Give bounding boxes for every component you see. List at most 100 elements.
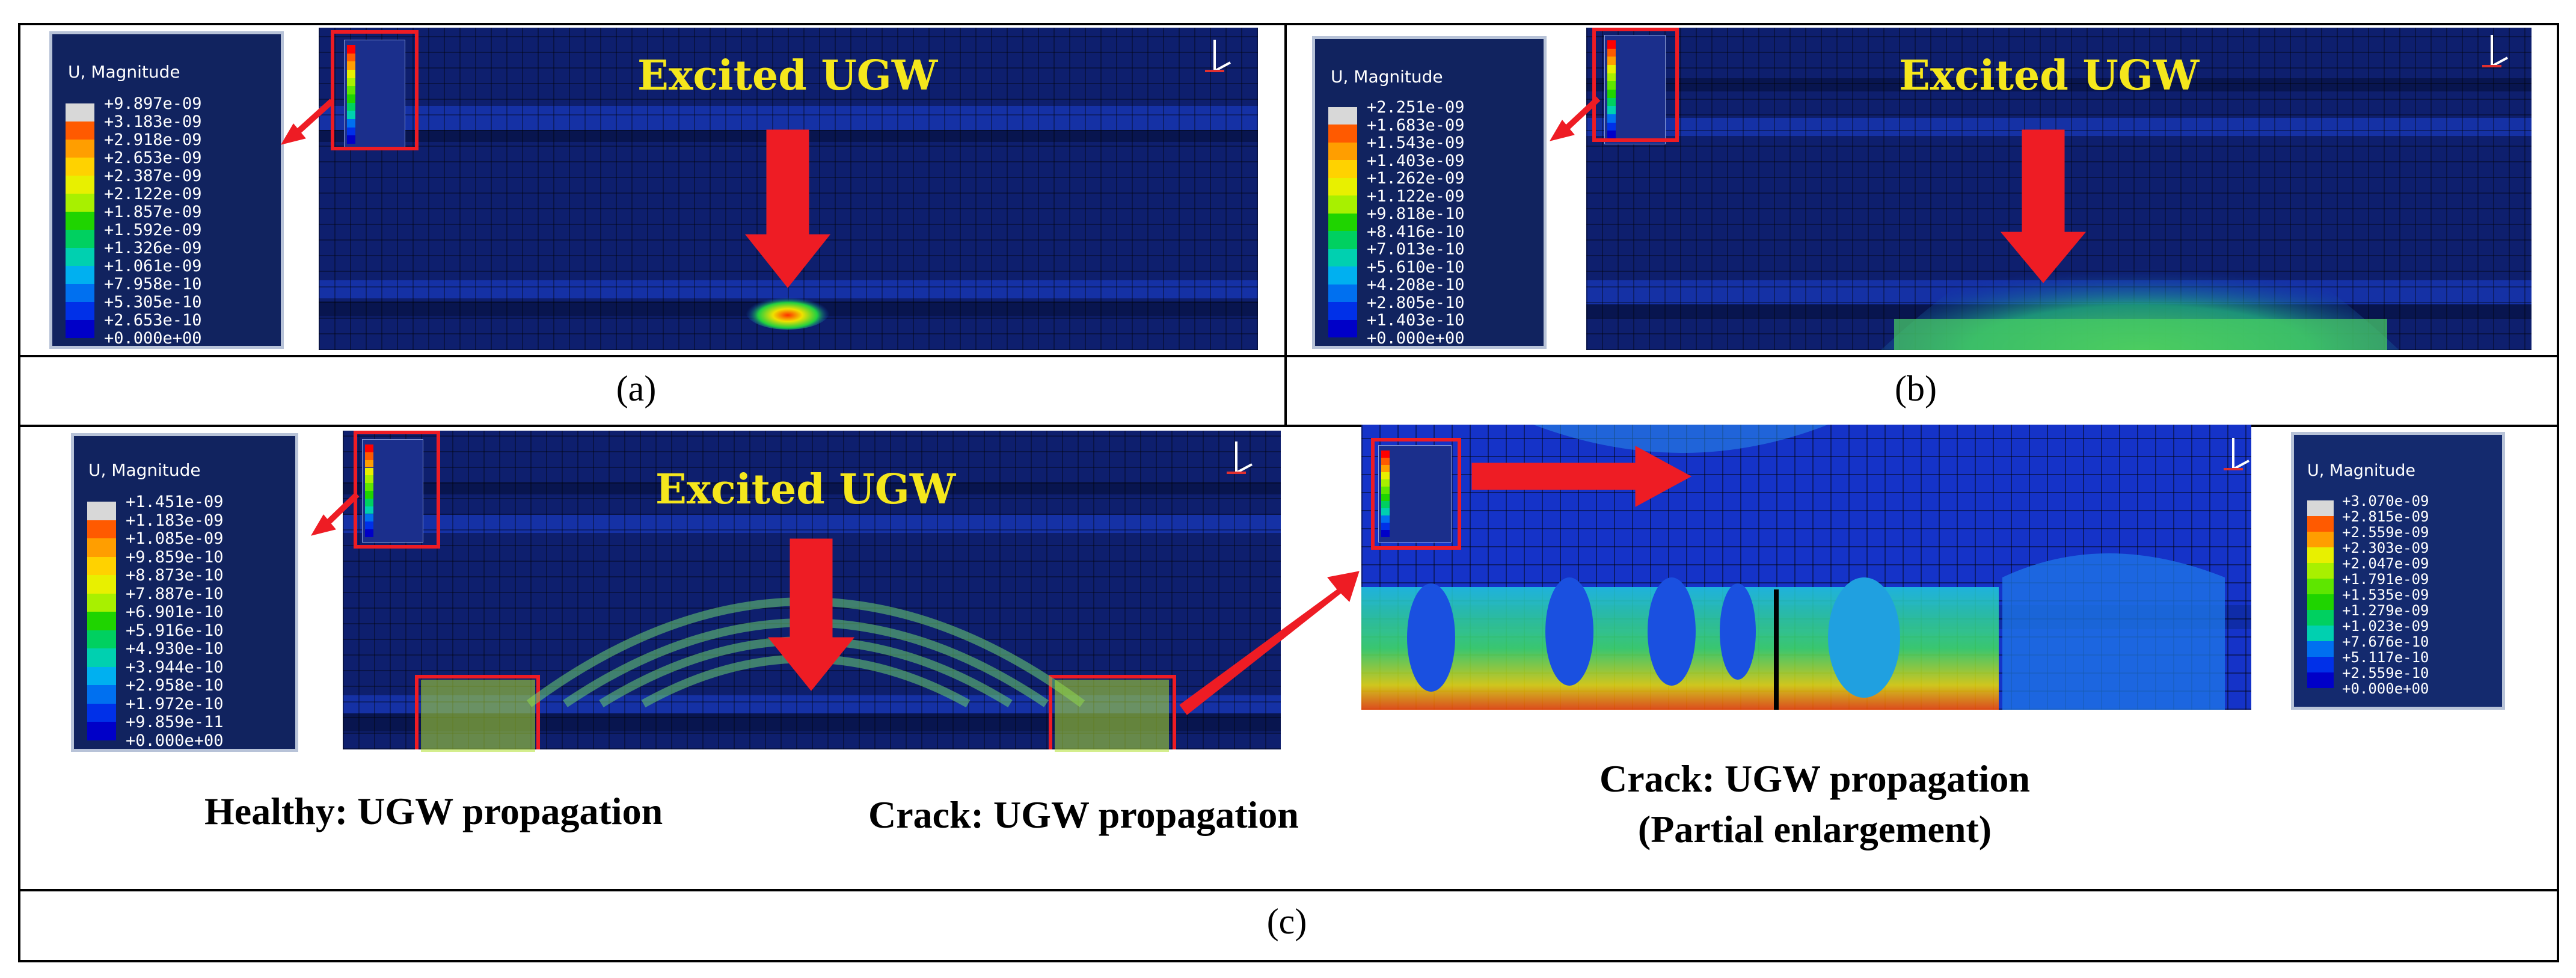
legend-title-c-right: U, Magnitude xyxy=(2307,461,2415,480)
highlight-legend-c xyxy=(354,431,440,549)
excited-ugw-label-c: Excited UGW xyxy=(655,466,956,514)
legend-swatch xyxy=(87,593,116,612)
legend-swatch xyxy=(66,248,94,266)
legend-swatch xyxy=(87,538,116,557)
legend-swatch xyxy=(66,284,94,302)
legend-swatch xyxy=(2307,579,2334,594)
legend-value: +2.805e-10 xyxy=(1367,293,1465,312)
mini-legend-swatch xyxy=(1381,494,1390,501)
highlight-legend-a xyxy=(331,30,419,150)
mini-legend-c-zoom xyxy=(1378,445,1452,543)
mini-legend-swatch xyxy=(1607,57,1616,65)
mini-legend-swatch xyxy=(347,61,355,70)
legend-value: +7.676e-10 xyxy=(2342,633,2429,650)
legend-swatch xyxy=(87,612,116,630)
legend-value: +3.944e-10 xyxy=(126,657,224,677)
legend-value: +2.815e-09 xyxy=(2342,508,2429,525)
mini-legend-swatch xyxy=(1607,122,1616,131)
mini-legend-swatch xyxy=(365,514,373,522)
legend-swatch xyxy=(87,685,116,704)
mini-legend-swatch xyxy=(347,119,355,128)
legend-swatch xyxy=(66,140,94,158)
legend-swatch xyxy=(1328,142,1357,161)
mini-legend-swatch xyxy=(1381,479,1390,487)
mini-legend-swatch xyxy=(365,460,373,468)
legend-swatch xyxy=(2307,626,2334,641)
legend-value: +1.451e-09 xyxy=(126,493,224,511)
mini-legend-swatch xyxy=(1607,106,1616,114)
legend-value: +2.653e-09 xyxy=(104,149,202,167)
legend-swatch xyxy=(2307,657,2334,672)
legend-swatch xyxy=(87,556,116,576)
legend-value: +9.859e-10 xyxy=(126,547,224,567)
legend-value: +4.208e-10 xyxy=(1367,275,1465,294)
legend-c-left: U, Magnitude +1.451e-09+1.183e-09+1.085e… xyxy=(71,433,298,752)
legend-swatch xyxy=(2307,563,2334,579)
legend-title-c-left: U, Magnitude xyxy=(88,460,201,480)
caption-a: (a) xyxy=(616,369,657,408)
legend-value: +1.061e-09 xyxy=(104,257,202,275)
legend-value: +1.122e-09 xyxy=(1367,186,1465,206)
mini-legend-swatch xyxy=(365,529,373,537)
legend-value: +2.122e-09 xyxy=(104,185,202,203)
legend-swatch xyxy=(1328,195,1357,214)
mini-legend-swatch xyxy=(1607,90,1616,98)
legend-swatch xyxy=(66,212,94,230)
legend-value: +2.559e-10 xyxy=(2342,665,2429,681)
legend-swatch xyxy=(1328,213,1357,232)
legend-value: +5.916e-10 xyxy=(126,621,224,640)
mini-legend-swatch xyxy=(1381,458,1390,465)
mini-legend-swatch xyxy=(347,111,355,119)
legend-c-right: U, Magnitude +3.070e-09+2.815e-09+2.559e… xyxy=(2291,432,2505,710)
mini-legend-swatch xyxy=(1607,114,1616,123)
mini-legend-swatch xyxy=(1381,515,1390,523)
legend-swatch xyxy=(1328,319,1357,338)
mini-legend-swatch xyxy=(347,94,355,103)
legend-value: +1.535e-09 xyxy=(2342,586,2429,603)
legend-value: +2.918e-09 xyxy=(104,131,202,149)
mini-legend-swatch xyxy=(365,506,373,514)
legend-value: +1.183e-09 xyxy=(126,511,224,530)
legend-value: +6.901e-10 xyxy=(126,603,224,621)
legend-swatch xyxy=(1328,160,1357,178)
highlight-legend-b xyxy=(1592,28,1679,142)
axis-icon-a xyxy=(1205,40,1231,72)
mini-legend-swatch xyxy=(347,53,355,62)
legend-swatch xyxy=(66,121,94,140)
legend-value: +1.857e-09 xyxy=(104,203,202,221)
legend-value: +1.262e-09 xyxy=(1367,169,1465,188)
mini-legend-swatch xyxy=(1607,73,1616,82)
caption-b: (b) xyxy=(1895,369,1937,408)
excited-ugw-label-a: Excited UGW xyxy=(637,52,938,100)
legend-swatch xyxy=(87,722,116,740)
legend-swatch xyxy=(1328,266,1357,284)
mini-legend-swatch xyxy=(1381,508,1390,515)
legend-value: +1.543e-09 xyxy=(1367,134,1465,152)
mini-legend-swatch xyxy=(365,521,373,530)
mini-legend-swatch xyxy=(365,467,373,476)
legend-swatch xyxy=(2307,500,2334,516)
legend-value: +1.683e-09 xyxy=(1367,115,1465,135)
mini-legend-swatch xyxy=(1381,465,1390,472)
mini-legend-swatch xyxy=(1381,523,1390,530)
mini-legend-swatch xyxy=(347,135,355,144)
legend-value: +2.387e-09 xyxy=(104,167,202,185)
mini-legend-swatch xyxy=(347,78,355,87)
row3-divider xyxy=(18,889,2559,891)
mini-legend-c xyxy=(362,439,423,543)
frame-left xyxy=(18,23,20,962)
legend-swatch xyxy=(2307,532,2334,547)
legend-value: +9.859e-11 xyxy=(126,713,224,731)
legend-swatch xyxy=(87,648,116,667)
legend-swatch xyxy=(2307,547,2334,563)
legend-swatch xyxy=(1328,177,1357,196)
legend-swatch xyxy=(1328,302,1357,320)
legend-swatch xyxy=(87,703,116,722)
mini-legend-swatch xyxy=(1381,472,1390,479)
crack-label: Crack: UGW propagation xyxy=(868,793,1299,836)
mini-legend-a xyxy=(344,40,405,149)
legend-value: +2.958e-10 xyxy=(126,676,224,695)
mini-legend-swatch xyxy=(1607,40,1616,49)
mini-legend-swatch xyxy=(1607,81,1616,90)
legend-swatch xyxy=(1328,248,1357,267)
